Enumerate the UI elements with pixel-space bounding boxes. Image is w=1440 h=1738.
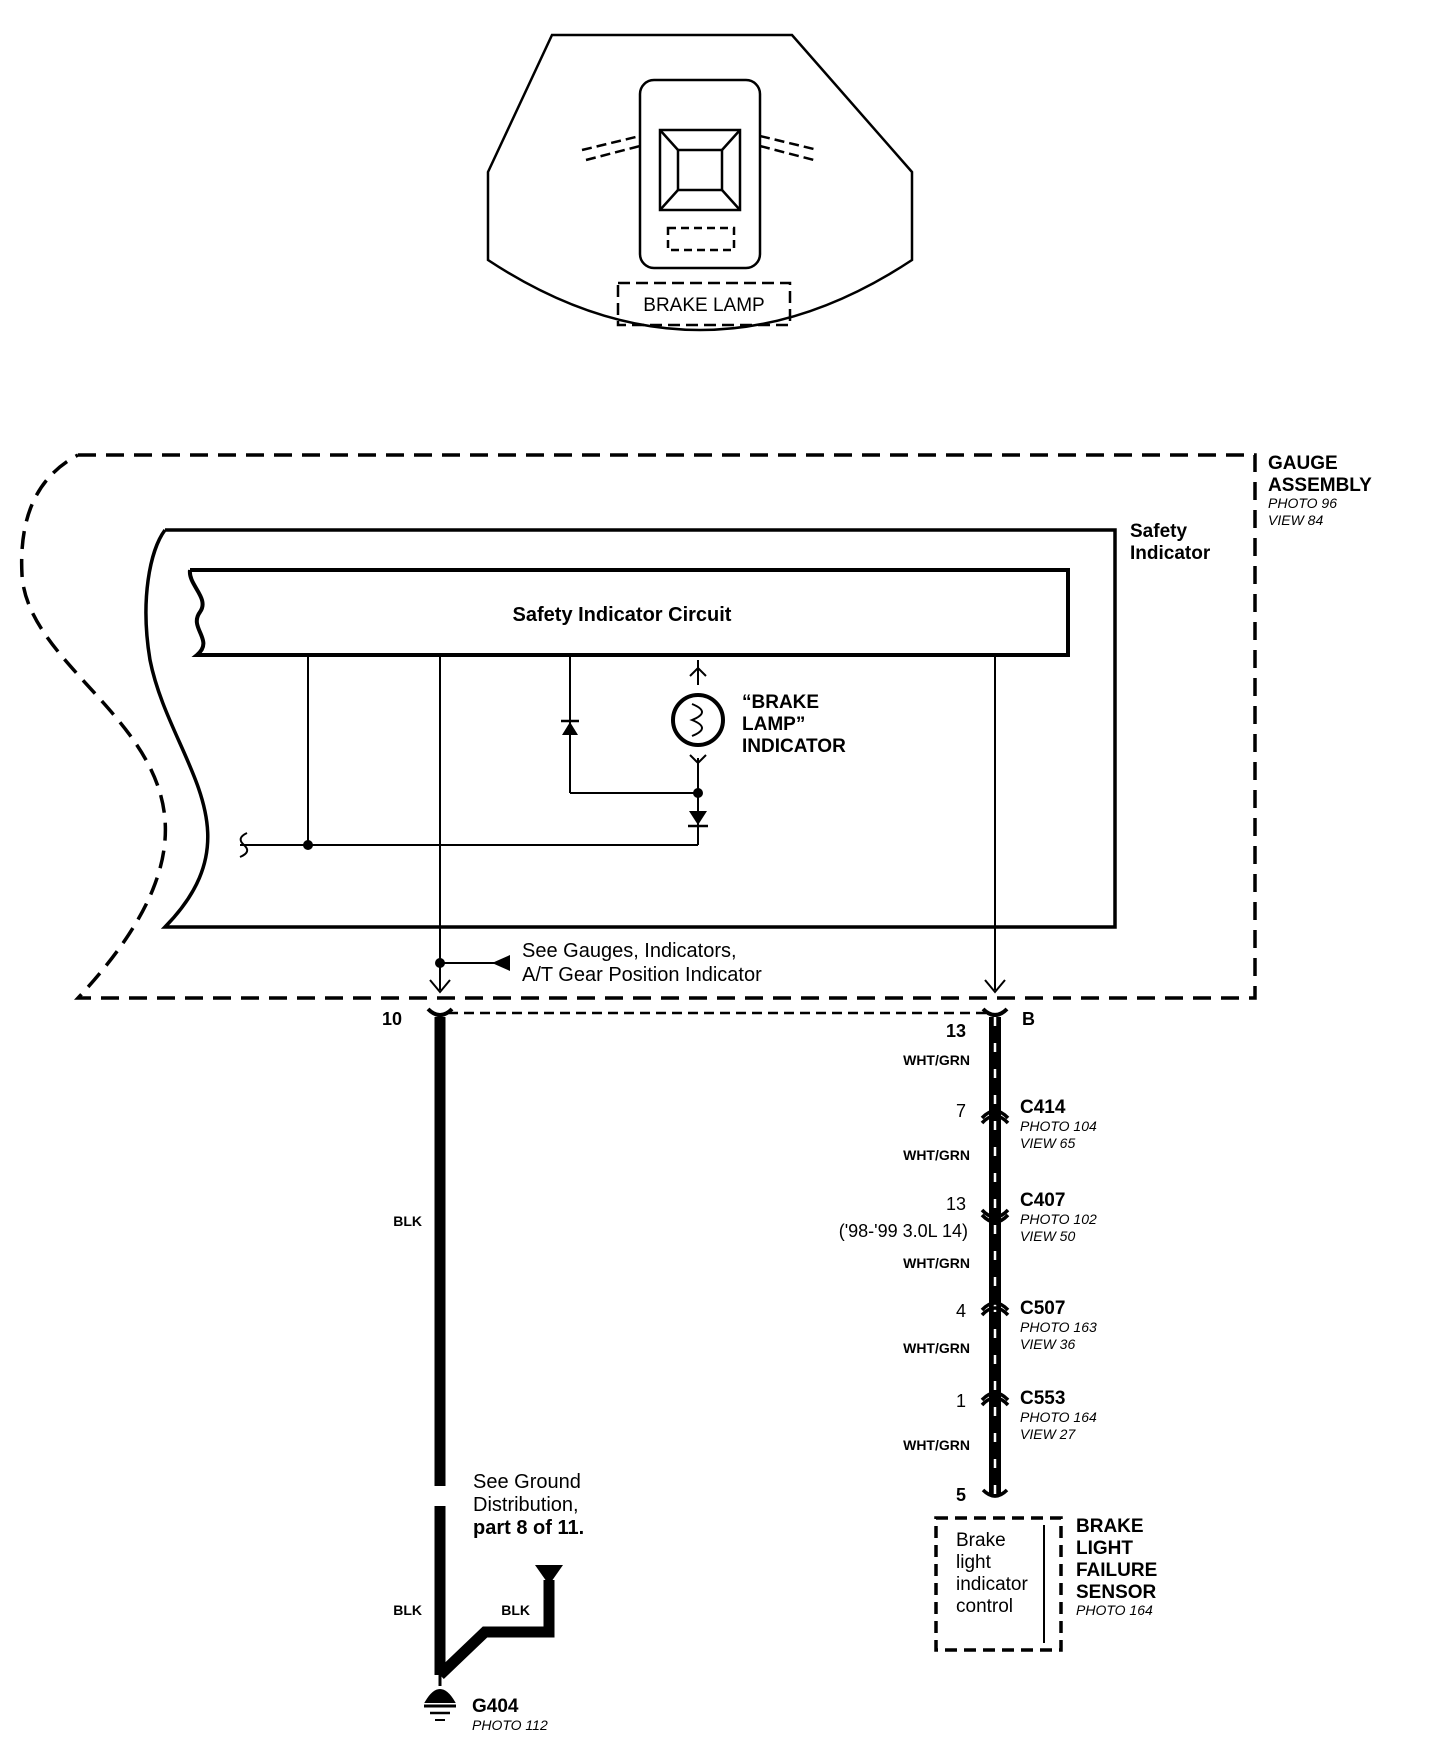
blk-wire [436,1580,555,1679]
connector-name: C407 [1020,1190,1065,1211]
sensor-control-text: light [956,1552,992,1573]
ground-reference-arrow-icon [535,1565,563,1585]
ground-photo: PHOTO 112 [472,1717,548,1733]
sensor-title: BRAKE [1076,1516,1144,1537]
ground-reference-text: Distribution, [473,1494,579,1516]
dashboard-illustration [486,33,914,332]
wire-color-label: WHT/GRN [903,1340,970,1356]
connector-pin-icon [981,1007,1009,1017]
pin-number: 1 [956,1391,966,1411]
pin-number: 13 [946,1021,966,1041]
pin-number: 5 [956,1485,966,1505]
wire-color-label: WHT/GRN [903,1437,970,1453]
brake-lamp-indicator-label: “BRAKE [742,692,819,713]
sensor-control-text: Brake [956,1530,1006,1551]
see-gauges-text: A/T Gear Position Indicator [522,964,762,986]
gauge-assembly-view: VIEW 84 [1268,512,1323,528]
ground-reference-text: See Ground [473,1471,581,1493]
safety-indicator-title: Safety [1130,521,1187,542]
diode-icon [561,719,579,735]
connector-name: C507 [1020,1298,1065,1319]
connector-view: VIEW 65 [1020,1135,1075,1151]
arrow-left-icon [492,955,510,971]
pin-number: 13 [946,1194,966,1214]
pin-number: 10 [382,1009,402,1029]
wire-color-label: BLK [393,1213,422,1229]
brake-light-failure-sensor-box [934,1516,1063,1652]
gauge-assembly-title: GAUGE [1268,453,1338,474]
connector-photo: PHOTO 164 [1020,1409,1097,1425]
sensor-control-text: indicator [956,1574,1028,1595]
connector-pin-icon [426,1007,454,1017]
wire-color-label: BLK [501,1602,530,1618]
pin-note: ('98-'99 3.0L 14) [839,1221,968,1241]
terminal-arrow-icon [984,979,1006,994]
wire-color-label: BLK [393,1602,422,1618]
connector-name: B [1022,1009,1035,1029]
connector-name: C553 [1020,1388,1065,1409]
connector-view: VIEW 36 [1020,1336,1075,1352]
junction-dot [693,788,703,798]
connector-view: VIEW 27 [1020,1426,1076,1442]
pin-number: 4 [956,1301,966,1321]
connector-photo: PHOTO 102 [1020,1211,1097,1227]
sensor-control-text: control [956,1596,1013,1617]
ground-reference-text: part 8 of 11. [473,1517,584,1539]
terminal-arrow-icon [429,979,451,994]
see-gauges-text: See Gauges, Indicators, [522,940,737,962]
brake-lamp-indicator-label: LAMP” [742,714,805,735]
sensor-title: LIGHT [1076,1538,1133,1559]
gauge-assembly-outline [19,453,1257,1000]
pin-number: 7 [956,1101,966,1121]
connector-view: VIEW 50 [1020,1228,1075,1244]
connector-photo: PHOTO 104 [1020,1118,1097,1134]
sensor-title: FAILURE [1076,1560,1157,1581]
wire-color-label: WHT/GRN [903,1255,970,1271]
sensor-photo: PHOTO 164 [1076,1602,1153,1618]
wire-color-label: WHT/GRN [903,1052,970,1068]
connector-name: C414 [1020,1097,1066,1118]
connector-photo: PHOTO 163 [1020,1319,1097,1335]
brake-lamp-indicator-label: INDICATOR [742,736,846,757]
gauge-assembly-photo: PHOTO 96 [1268,495,1337,511]
inline-connector-icon [980,1109,1010,1498]
diode-icon [688,811,708,828]
sensor-title: SENSOR [1076,1582,1157,1603]
ground-icon [424,1675,456,1721]
safety-indicator-circuit-box [187,568,1070,657]
brake-lamp-label: BRAKE LAMP [643,295,764,316]
safety-indicator-circuit-label: Safety Indicator Circuit [513,604,732,626]
safety-indicator-outline [144,528,1117,929]
gauge-assembly-title: ASSEMBLY [1268,475,1372,496]
bulb-icon [671,693,725,747]
junction-dot [303,840,313,850]
safety-indicator-title: Indicator [1130,543,1211,564]
wire-break [430,1486,450,1506]
ground-name: G404 [472,1696,519,1717]
wire-color-label: WHT/GRN [903,1147,970,1163]
